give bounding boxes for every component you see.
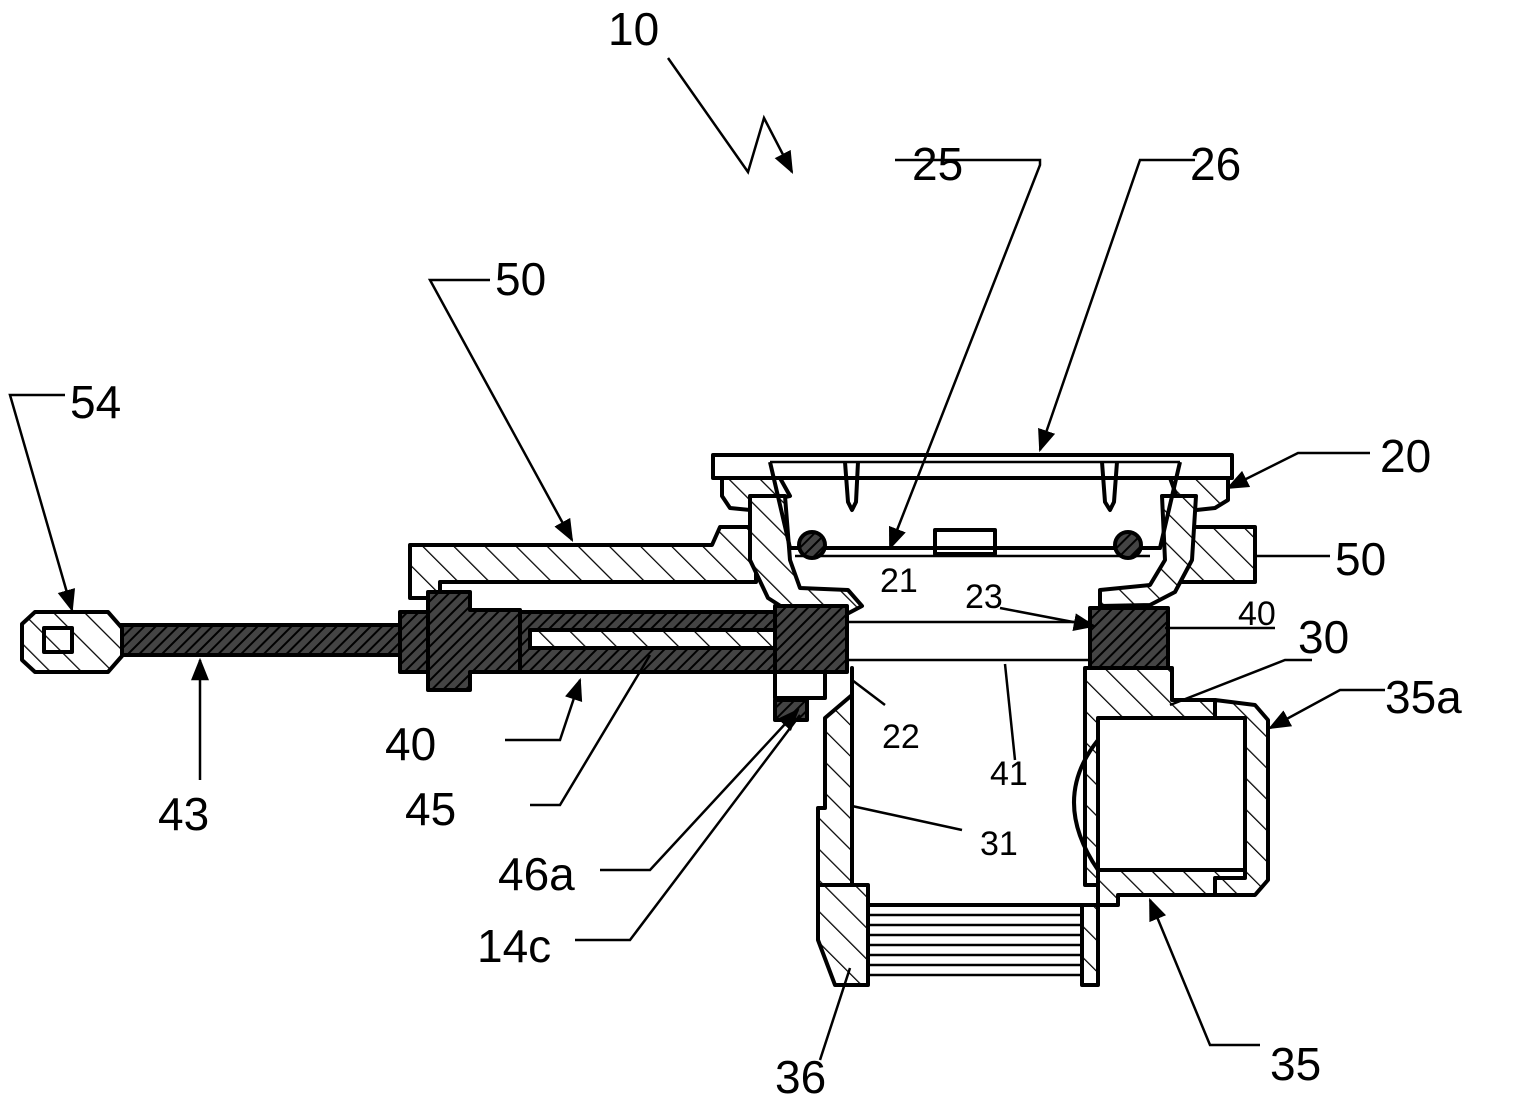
label-26: 26: [1190, 138, 1241, 190]
actuator-22: [773, 604, 849, 674]
leader-lines: [8, 158, 1385, 1061]
label-45: 45: [405, 783, 456, 835]
outlet-35-arch: [1072, 738, 1100, 872]
label-46a: 46a: [498, 848, 575, 900]
drain-body-30-right-wall: [1083, 666, 1217, 887]
coupling-40-left: [398, 610, 432, 674]
grid-screw-left: [797, 530, 827, 560]
outlet-cap-35a: [1213, 698, 1270, 897]
label-54: 54: [70, 376, 121, 428]
grid-centre-knob: [933, 528, 997, 556]
coupling-nut-left: [426, 590, 522, 692]
label-50-top: 50: [495, 253, 546, 305]
strainer-flange-20: [711, 453, 1234, 480]
end-cap-slot: [42, 626, 74, 654]
actuator-22-outline: [773, 670, 827, 700]
label-22: 22: [882, 718, 920, 756]
drain-body-30-left-wall: [816, 666, 854, 887]
label-43: 43: [158, 788, 209, 840]
label-40-right: 40: [1238, 595, 1276, 633]
label-50-right: 50: [1335, 533, 1386, 585]
channel-31-line: [851, 804, 963, 832]
threaded-bottom-36: [816, 883, 1100, 987]
label-14c: 14c: [477, 920, 551, 972]
label-35: 35: [1270, 1038, 1321, 1090]
label-35a: 35a: [1385, 671, 1462, 723]
label-30: 30: [1298, 611, 1349, 663]
label-21: 21: [880, 562, 918, 600]
label-36: 36: [775, 1051, 826, 1102]
label-41: 41: [990, 755, 1028, 793]
label-31: 31: [980, 825, 1018, 863]
label-25: 25: [912, 138, 963, 190]
thread-lines-36: [870, 913, 1080, 977]
housing-50-left-arm: [408, 525, 758, 600]
label-20: 20: [1380, 430, 1431, 482]
label-23: 23: [965, 578, 1003, 616]
inner-rod-45: [528, 628, 777, 650]
basket-tab-right: [1100, 461, 1119, 512]
drain-body-right-wall: [1098, 494, 1198, 608]
grid-screw-right: [1113, 530, 1143, 560]
reference-arrow-10: [666, 57, 794, 175]
label-40-left: 40: [385, 718, 436, 770]
label-10: 10: [608, 3, 659, 55]
basket-tab-left: [843, 461, 860, 512]
